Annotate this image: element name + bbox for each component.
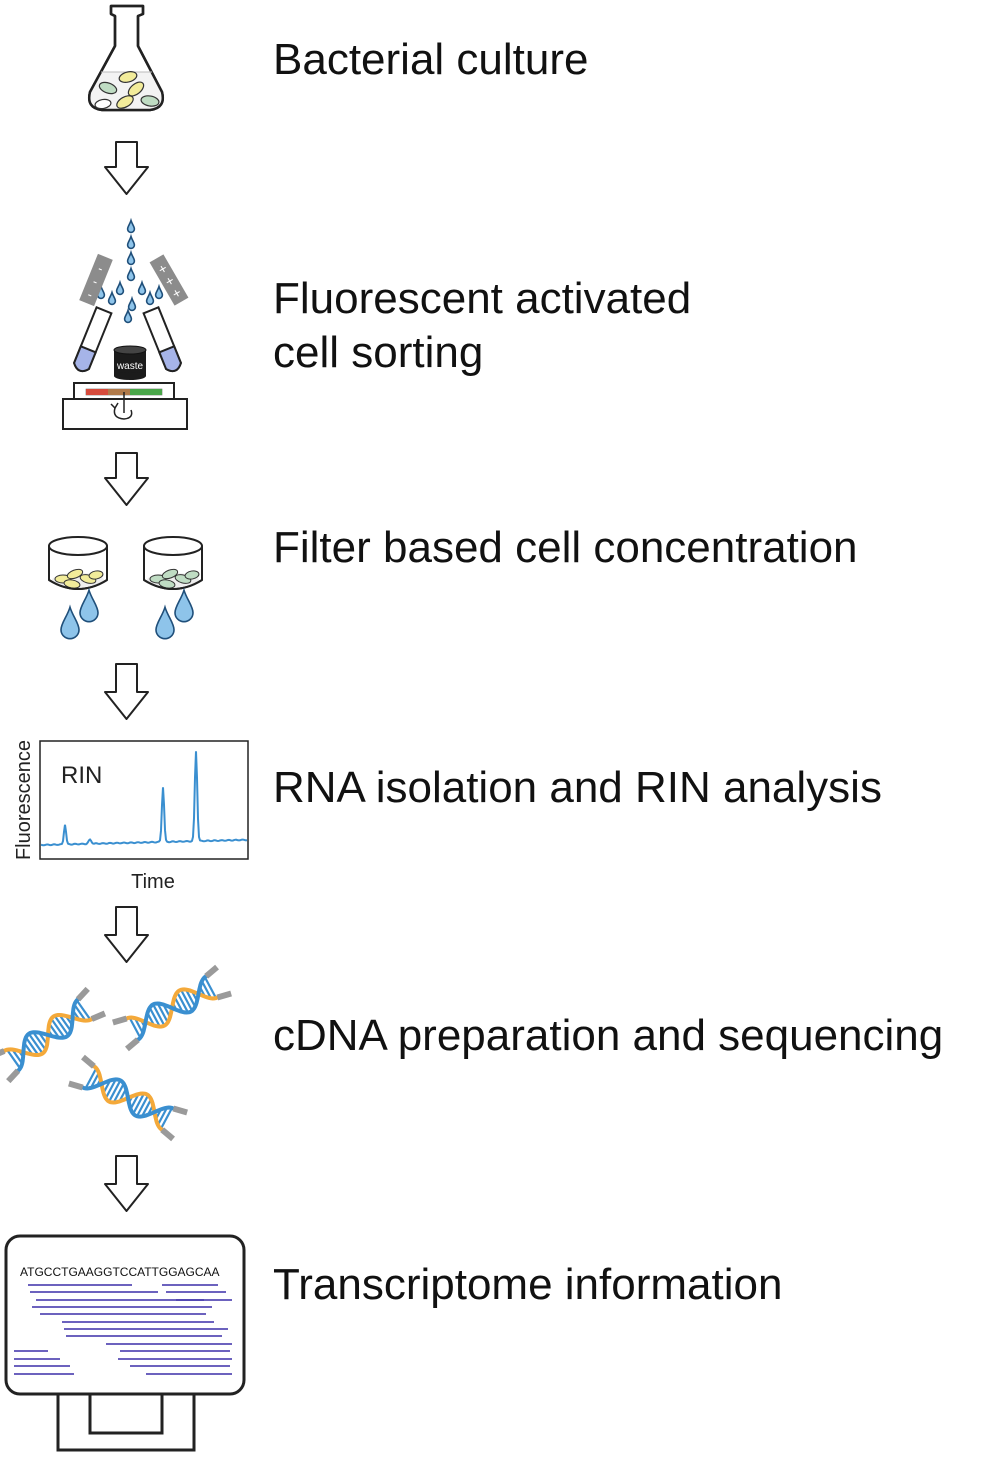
droplet-icon [145,289,155,306]
plot-frame [39,740,249,860]
cell-sorter-icon: - - - + + + [62,217,189,430]
flask-icon [88,4,164,112]
rotate-arrow-icon [113,407,133,420]
monitor-screen [4,1234,246,1396]
droplet-icon [126,217,136,234]
adapter-icon [172,1105,188,1116]
down-arrow-icon [104,663,149,720]
adapter-icon [216,990,232,1001]
droplet-icon [137,279,147,296]
fluorescence-trace [40,751,248,847]
dna-helix-icon [68,1054,188,1142]
adapter-icon [81,1054,96,1069]
adapter-icon [0,1048,6,1060]
adapter-icon [204,964,219,979]
rin-electropherogram: RIN Time Fluorescence [13,740,249,893]
collection-tube-right [142,306,182,373]
down-arrow-icon [104,452,149,506]
waste-container: waste [113,345,147,380]
step-label-facs-line2: cell sorting [273,328,484,377]
droplet-icon [126,265,136,282]
filter-left-icon [48,536,108,590]
filter-right-icon [143,536,203,590]
filtrate-droplets [60,587,194,640]
y-axis-label: Fluorescence [13,740,35,860]
dna-helices [0,964,232,1142]
droplet-icon [155,604,175,640]
droplet-icon [107,289,117,306]
adapter-icon [112,1015,128,1026]
positive-plate: + + + [149,254,189,306]
droplet-icon [115,279,125,296]
droplet-icon [123,307,133,324]
minus-sign: - [96,261,106,277]
adapter-icon [68,1080,84,1091]
droplet-icon [126,249,136,266]
dna-helix-icon [112,964,232,1052]
droplet-icon [79,587,99,623]
step-label-bacterial-culture: Bacterial culture [273,35,589,84]
minus-sign: - [91,274,101,290]
down-arrow-icon [104,141,149,195]
adapter-icon [160,1127,175,1142]
rin-inset-label: RIN [61,762,102,789]
step-label-facs-line1: Fluorescent activated [273,274,692,323]
collection-tube-left [73,306,113,373]
droplet-icon [126,233,136,250]
monitor-icon: ATGCCTGAAGGTCCATTGGAGCAA [4,1234,246,1452]
minus-sign: - [85,287,95,303]
droplet-icon [174,587,194,623]
droplet-icon [127,295,137,312]
monitor-neck [88,1391,164,1435]
droplet-stream [96,217,164,324]
adapter-icon [6,1068,21,1084]
step-label-cdna-sequencing: cDNA preparation and sequencing [273,1011,944,1060]
adapter-icon [75,986,90,1002]
reference-sequence: ATGCCTGAAGGTCCATTGGAGCAA [20,1265,220,1279]
sorter-base [62,398,188,430]
step-label-filter-concentration: Filter based cell concentration [273,523,858,572]
dna-helix-icon [0,986,107,1084]
down-arrow-icon [104,906,149,963]
negative-plate: - - - [79,253,113,307]
droplet-icon [60,604,80,640]
step-label-transcriptome: Transcriptome information [273,1260,783,1309]
adapter-icon [90,1010,107,1022]
down-arrow-icon [104,1155,149,1212]
x-axis-label: Time [131,871,175,893]
sequencing-reads [14,1284,232,1375]
waste-label: waste [116,361,144,372]
droplet-icon [154,283,164,300]
step-label-rna-isolation: RNA isolation and RIN analysis [273,763,882,812]
adapter-icon [125,1037,140,1052]
